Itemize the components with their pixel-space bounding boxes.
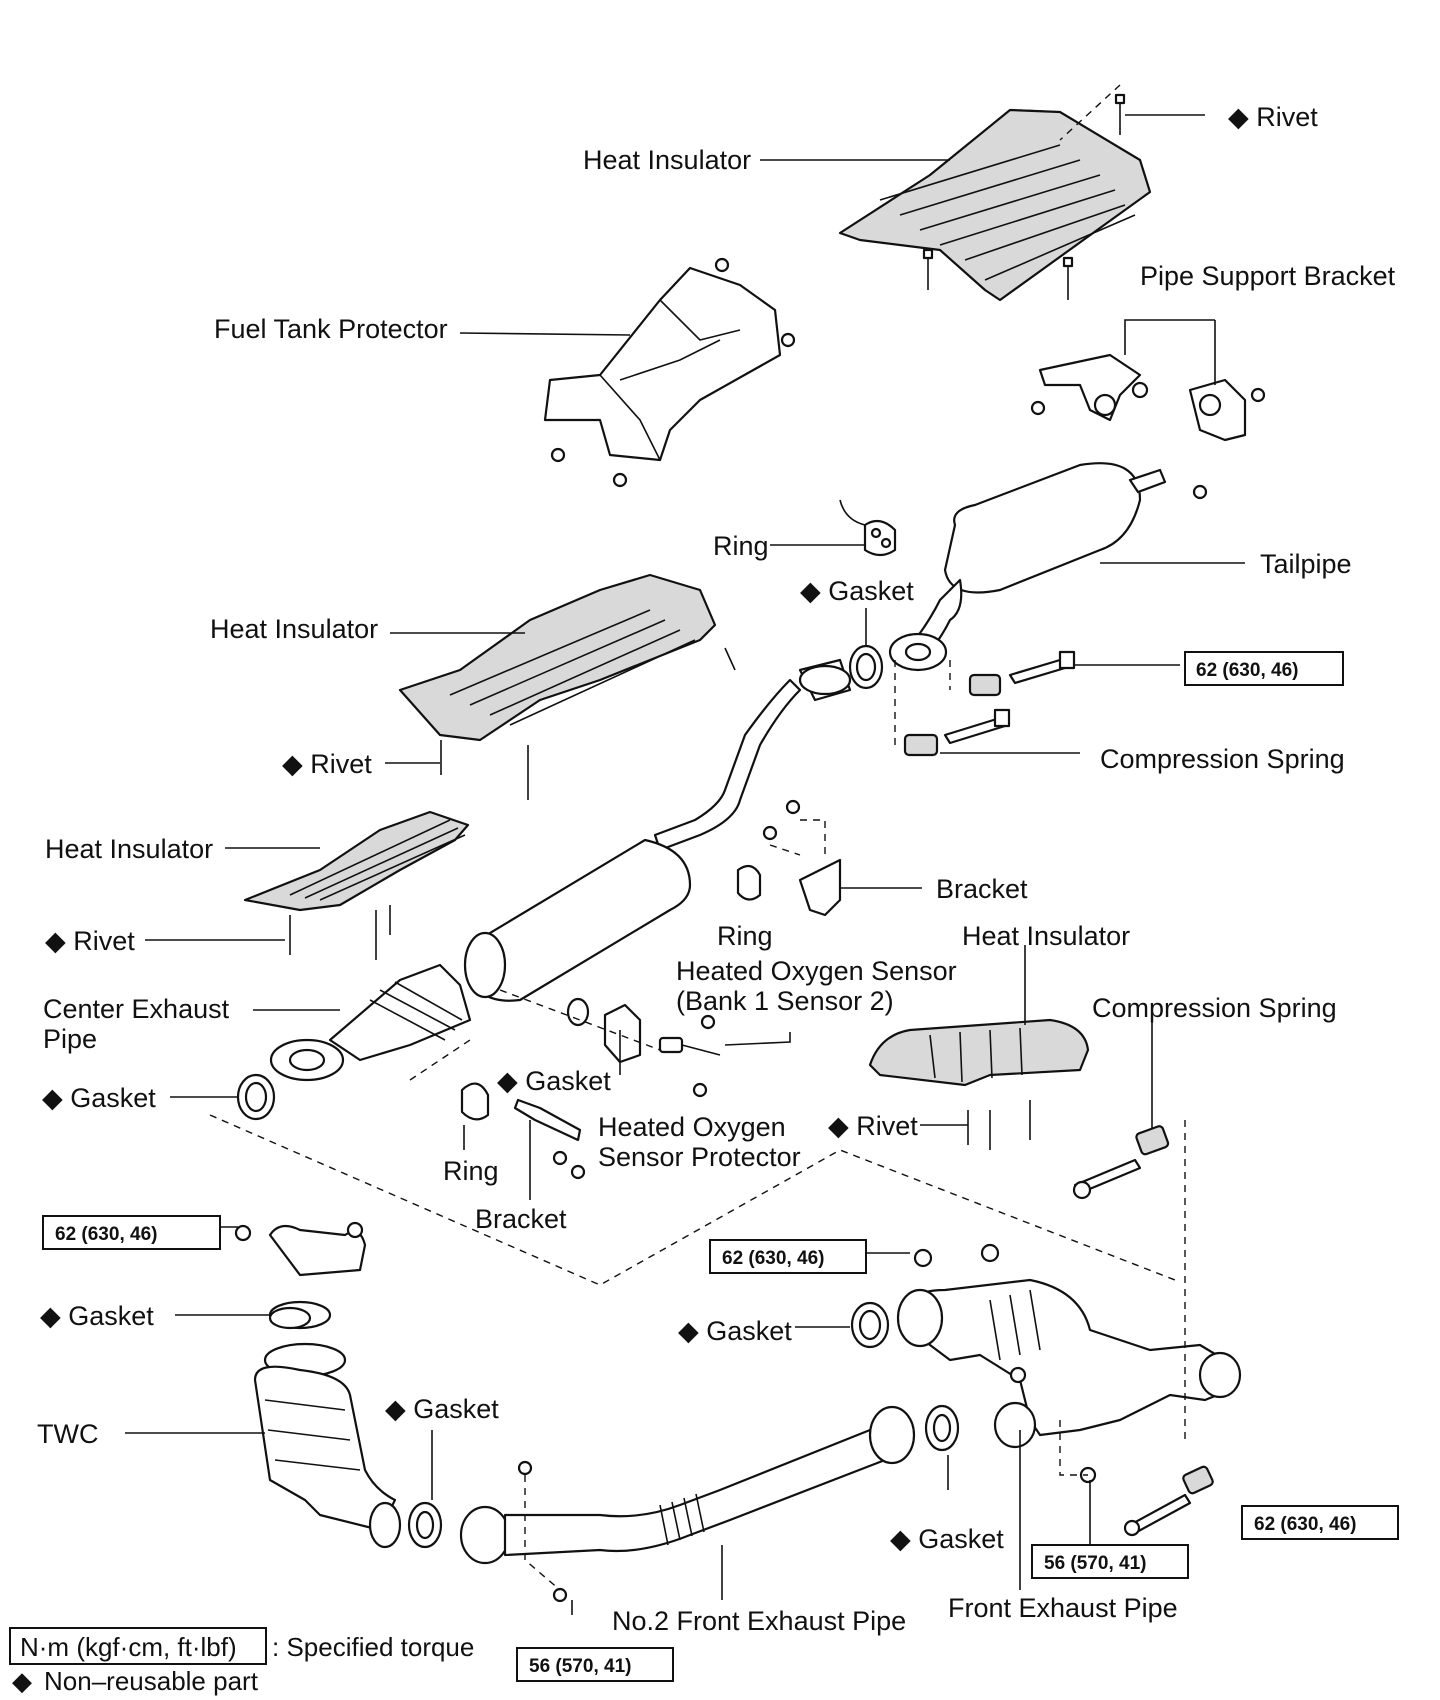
gasket-bottom-right-part — [924, 1404, 960, 1452]
guide-line-front — [1059, 1120, 1186, 1476]
gasket-center-part — [566, 997, 590, 1027]
heat-insulator-top-label: Heat Insulator — [583, 145, 751, 175]
ring-lower-part — [460, 1082, 490, 1121]
fuel-tank-protector-bolts — [550, 257, 796, 488]
part-labels: ◆ Rivet Heat Insulator Pipe Support Brac… — [37, 102, 1396, 1636]
rivet-left-label: ◆ Rivet — [45, 926, 135, 956]
legend-nonreusable: Non–reusable part — [44, 1666, 259, 1696]
hos-label-line2: (Bank 1 Sensor 2) — [676, 986, 894, 1016]
torque-spec-6: 56 (570, 41) — [516, 1647, 674, 1682]
rivet-right-label: ◆ Rivet — [828, 1111, 918, 1141]
compression-spring-upper-parts — [903, 650, 1076, 757]
front-pipe-label: Front Exhaust Pipe — [948, 1593, 1178, 1623]
ring-upper-part — [863, 519, 897, 557]
legend-unit-box-text: N·m (kgf·cm, ft·lbf) — [20, 1632, 237, 1662]
no2-front-exhaust-pipe-part — [407, 1405, 916, 1603]
bracket-right-label: Bracket — [936, 874, 1028, 904]
svg-text:56 (570, 41): 56 (570, 41) — [529, 1656, 631, 1677]
heat-insulator-top-part — [838, 108, 1152, 302]
ring-lower-label: Ring — [443, 1156, 499, 1186]
rivet-top-parts — [922, 93, 1126, 300]
hanger-wire — [839, 499, 866, 526]
svg-text:62 (630, 46): 62 (630, 46) — [1254, 1514, 1356, 1535]
legend-diamond-icon: ◆ — [12, 1666, 32, 1696]
twc-label: TWC — [37, 1419, 98, 1449]
torque-spec-1: 62 (630, 46) — [1184, 651, 1344, 686]
heat-insulator-left-label: Heat Insulator — [45, 834, 213, 864]
rivet-top-label: ◆ Rivet — [1228, 102, 1318, 132]
legend: N·m (kgf·cm, ft·lbf) : Specified torque … — [9, 1627, 474, 1696]
ring-mid-label: Ring — [717, 921, 773, 951]
fuel-tank-protector-part — [543, 266, 782, 462]
hos-label-line1: Heated Oxygen Sensor — [676, 956, 957, 986]
legend-specified-torque: : Specified torque — [272, 1632, 474, 1662]
ring-mid-part — [736, 864, 762, 901]
torque-spec-2: 62 (630, 46) — [42, 1215, 221, 1250]
guide-line-tailpipe — [894, 660, 951, 745]
svg-text:62 (630, 46): 62 (630, 46) — [722, 1248, 824, 1269]
guide-line-center — [209, 989, 1176, 1286]
torque-spec-3: 62 (630, 46) — [709, 1239, 867, 1274]
fuel-tank-protector-label: Fuel Tank Protector — [214, 314, 448, 344]
guide-line-no2 — [524, 1475, 561, 1591]
heat-insulator-right-part — [868, 1018, 1090, 1087]
leader-lines — [125, 114, 1245, 1615]
heat-insulator-right-label: Heat Insulator — [962, 921, 1130, 951]
tailpipe-part — [888, 462, 1167, 672]
rivet-mid-parts — [440, 647, 736, 800]
gasket-left-label: ◆ Gasket — [42, 1083, 156, 1113]
heat-insulator-mid-part — [398, 573, 717, 742]
pipe-support-bracket-label: Pipe Support Bracket — [1140, 261, 1396, 291]
twc-part — [234, 1221, 402, 1549]
legend-unit-box — [9, 1627, 267, 1665]
gasket-center-label: ◆ Gasket — [497, 1066, 611, 1096]
guide-line-mid — [769, 819, 826, 860]
gasket-twc-part — [268, 1306, 312, 1330]
svg-text:62 (630, 46): 62 (630, 46) — [55, 1224, 157, 1245]
compression-spring-lower-part — [1072, 1125, 1170, 1200]
torque-spec-4: 62 (630, 46) — [1241, 1505, 1399, 1540]
torque-spec-5: 56 (570, 41) — [1031, 1544, 1189, 1579]
ring-upper-label: Ring — [713, 531, 769, 561]
rivet-left-parts — [289, 905, 391, 960]
center-pipe-label-line1: Center Exhaust — [43, 994, 230, 1024]
gasket-front-part — [850, 1301, 890, 1349]
guide-line-top — [1019, 84, 1121, 141]
bracket-lower-label: Bracket — [475, 1204, 567, 1234]
bracket-lower-part — [513, 1098, 586, 1180]
front-pipe-hardware — [1079, 1465, 1214, 1537]
gasket-upper-label: ◆ Gasket — [800, 576, 914, 606]
gasket-left-part — [236, 1073, 276, 1121]
pipe-support-bracket-parts — [1030, 353, 1266, 500]
heated-oxygen-sensor-part — [658, 1014, 721, 1098]
svg-text:62 (630, 46): 62 (630, 46) — [1196, 660, 1298, 681]
heat-insulator-left-part — [243, 810, 470, 912]
gasket-bottom-right-label: ◆ Gasket — [890, 1524, 1004, 1554]
center-pipe-label-line2: Pipe — [43, 1024, 97, 1054]
compression-spring-upper-label: Compression Spring — [1100, 744, 1345, 774]
compression-spring-lower-label: Compression Spring — [1092, 993, 1337, 1023]
center-exhaust-pipe-part — [269, 658, 852, 1082]
rivet-mid-label: ◆ Rivet — [282, 749, 372, 779]
no2-front-pipe-label: No.2 Front Exhaust Pipe — [612, 1606, 906, 1636]
rivet-right-parts — [967, 1100, 1031, 1150]
gasket-upper-part — [848, 644, 884, 690]
hosp-label-line1: Heated Oxygen — [598, 1112, 786, 1142]
gasket-bottom-left-label: ◆ Gasket — [385, 1394, 499, 1424]
gasket-twc-label: ◆ Gasket — [40, 1301, 154, 1331]
tailpipe-label: Tailpipe — [1260, 549, 1352, 579]
hosp-label-line2: Sensor Protector — [598, 1142, 801, 1172]
bracket-right-part — [762, 799, 842, 917]
heated-oxygen-sensor-protector-part — [603, 1003, 642, 1064]
front-exhaust-pipe-part — [896, 1243, 1242, 1449]
gasket-front-label: ◆ Gasket — [678, 1316, 792, 1346]
svg-text:56 (570, 41): 56 (570, 41) — [1044, 1553, 1146, 1574]
heat-insulator-mid-label: Heat Insulator — [210, 614, 378, 644]
